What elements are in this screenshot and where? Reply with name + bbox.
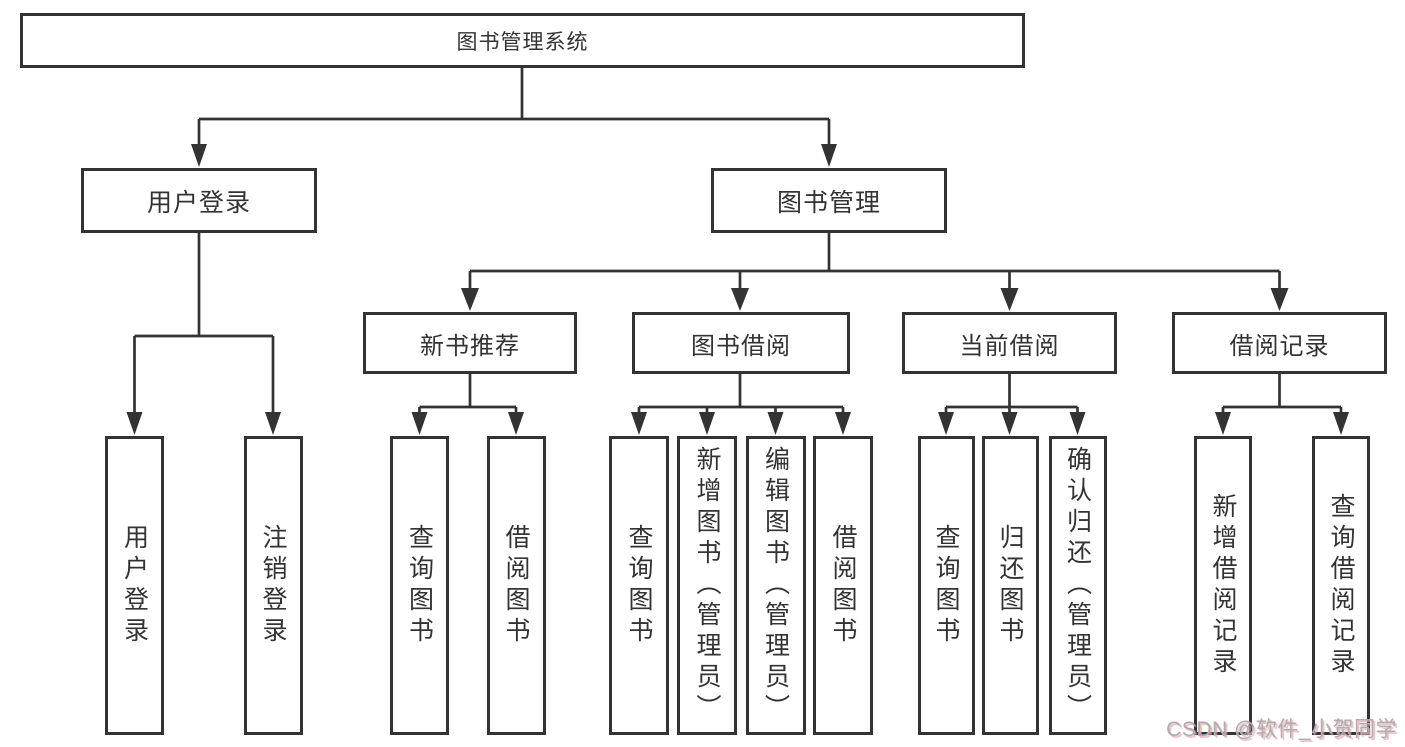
leaf-recommend-query-books: 查询图书 <box>390 436 449 735</box>
arrowhead-icons <box>126 144 1349 435</box>
leaf-recommend-borrow-books: 借阅图书 <box>486 436 546 735</box>
node-root-system: 图书管理系统 <box>20 13 1025 68</box>
node-book-borrow: 图书借阅 <box>632 312 850 374</box>
leaf-borrow-borrow-books: 借阅图书 <box>813 436 873 735</box>
node-book-management: 图书管理 <box>711 168 947 233</box>
leaf-records-add-record: 新增借阅记录 <box>1194 436 1252 735</box>
node-user-login: 用户登录 <box>81 168 317 233</box>
node-current-borrow: 当前借阅 <box>902 312 1117 374</box>
leaf-logout: 注销登录 <box>243 436 303 735</box>
leaf-current-confirm-return-admin: 确认归还（管理员） <box>1048 436 1107 735</box>
leaf-borrow-query-books: 查询图书 <box>609 436 669 735</box>
leaf-borrow-add-books-admin: 新增图书（管理员） <box>677 436 737 735</box>
leaf-current-query-books: 查询图书 <box>917 436 975 735</box>
leaf-user-login: 用户登录 <box>105 436 164 735</box>
leaf-records-query-record: 查询借阅记录 <box>1312 436 1370 735</box>
node-new-book-recommend: 新书推荐 <box>363 312 577 374</box>
csdn-watermark: CSDN @软件_小贺同学 <box>1166 718 1397 741</box>
leaf-borrow-edit-books-admin: 编辑图书（管理员） <box>745 436 806 735</box>
node-borrow-records: 借阅记录 <box>1172 312 1387 374</box>
leaf-current-return-books: 归还图书 <box>981 436 1039 735</box>
